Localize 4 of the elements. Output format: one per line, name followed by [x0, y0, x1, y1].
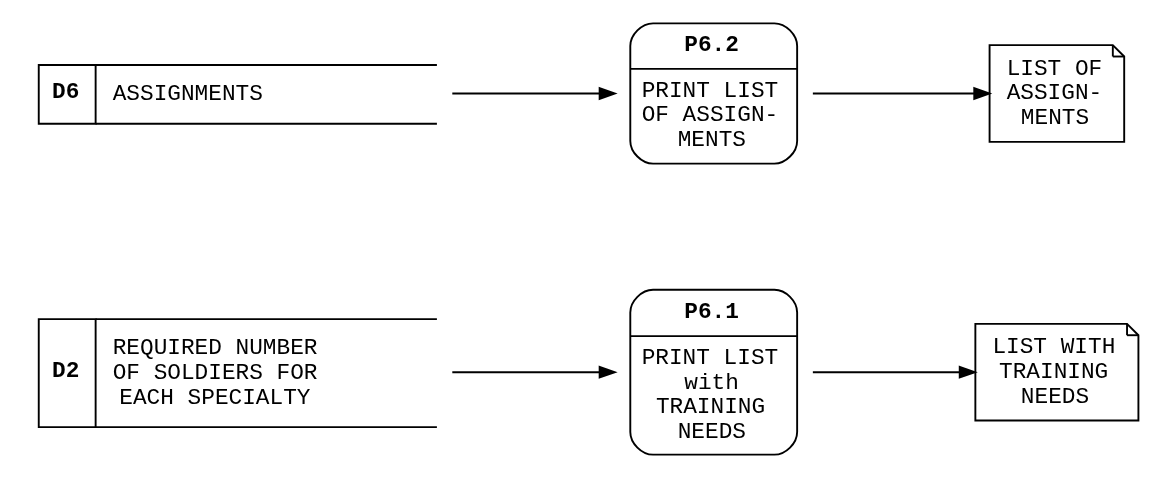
- arrow: [811, 365, 978, 379]
- arrow: [451, 365, 618, 379]
- arrow: [811, 86, 993, 101]
- arrow: [451, 86, 618, 101]
